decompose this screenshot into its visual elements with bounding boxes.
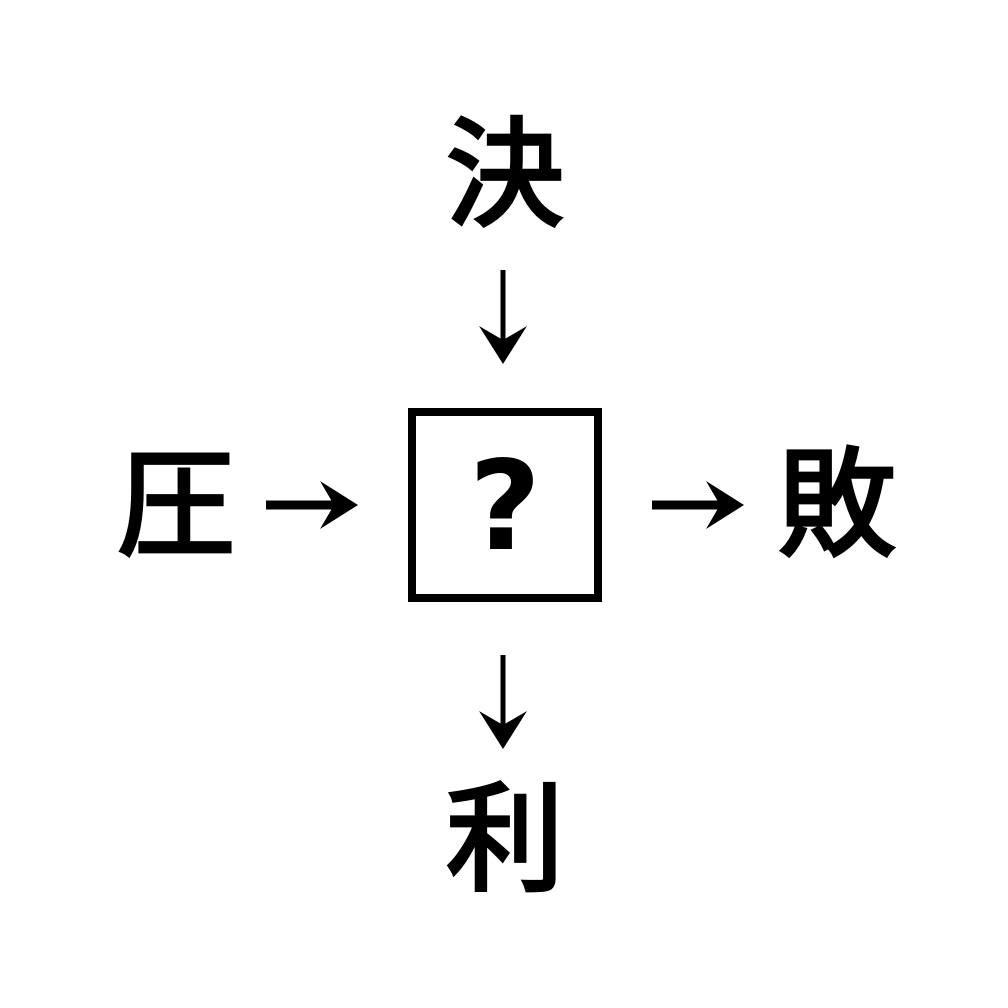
kanji-node-top: 決 bbox=[445, 106, 564, 244]
kanji-node-right: 敗 bbox=[777, 436, 896, 574]
arrow-down-top-icon bbox=[479, 270, 527, 364]
kanji-node-bottom: 利 bbox=[445, 771, 564, 909]
kanji-node-left: 圧 bbox=[116, 436, 235, 574]
arrow-down-bottom-icon bbox=[479, 655, 527, 749]
arrow-right-left-icon bbox=[266, 481, 358, 529]
center-answer-box[interactable]: ? bbox=[408, 408, 602, 602]
question-mark-label: ? bbox=[469, 435, 541, 579]
arrow-right-right-icon bbox=[652, 481, 744, 529]
